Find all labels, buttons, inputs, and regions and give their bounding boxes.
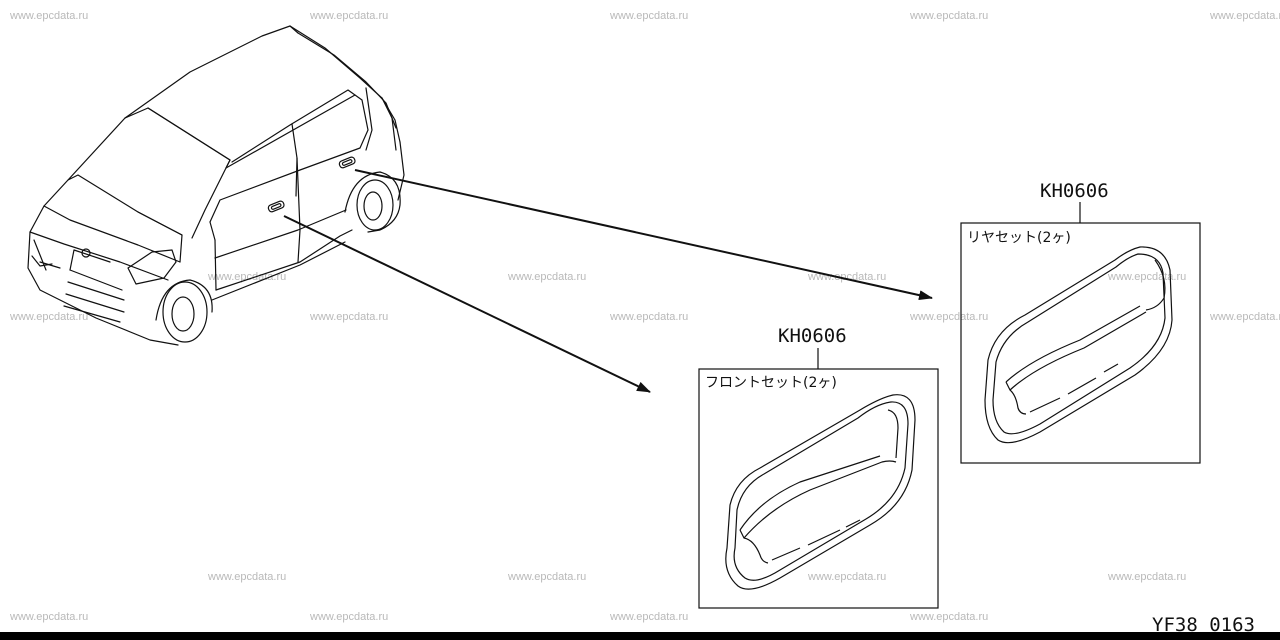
watermark: www.epcdata.ru: [808, 571, 887, 583]
watermark: www.epcdata.ru: [910, 311, 989, 323]
watermark: www.epcdata.ru: [508, 571, 587, 583]
watermark: www.epcdata.ru: [910, 10, 989, 22]
arrow-front-handle: [283, 215, 651, 393]
figure-code: YF38 0163: [1152, 614, 1255, 636]
vehicle-illustration: [27, 25, 405, 346]
arrow-rear-handle: [354, 169, 933, 301]
rear-set-box: [960, 222, 1201, 464]
watermark: www.epcdata.ru: [610, 10, 689, 22]
rear-handle-escutcheon: [984, 246, 1173, 444]
front-part-number: KH0606: [778, 325, 847, 347]
watermark: www.epcdata.ru: [10, 611, 89, 623]
watermark: www.epcdata.ru: [10, 311, 89, 323]
watermark: www.epcdata.ru: [1210, 10, 1280, 22]
watermark: www.epcdata.ru: [1108, 271, 1187, 283]
watermark: www.epcdata.ru: [1108, 571, 1187, 583]
watermark: www.epcdata.ru: [10, 10, 89, 22]
watermark: www.epcdata.ru: [508, 271, 587, 283]
rear-set-label: リヤセット(2ヶ): [967, 230, 1071, 246]
watermark: www.epcdata.ru: [610, 611, 689, 623]
watermark: www.epcdata.ru: [310, 311, 389, 323]
watermark: www.epcdata.ru: [310, 10, 389, 22]
watermark: www.epcdata.ru: [610, 311, 689, 323]
rear-part-number: KH0606: [1040, 180, 1109, 202]
watermark: www.epcdata.ru: [1210, 311, 1280, 323]
watermark: www.epcdata.ru: [208, 571, 287, 583]
watermark: www.epcdata.ru: [208, 271, 287, 283]
watermark: www.epcdata.ru: [310, 611, 389, 623]
watermark: www.epcdata.ru: [910, 611, 989, 623]
front-set-label: フロントセット(2ヶ): [705, 375, 837, 391]
front-handle-escutcheon: [725, 394, 916, 590]
bottom-border: [0, 632, 1280, 640]
